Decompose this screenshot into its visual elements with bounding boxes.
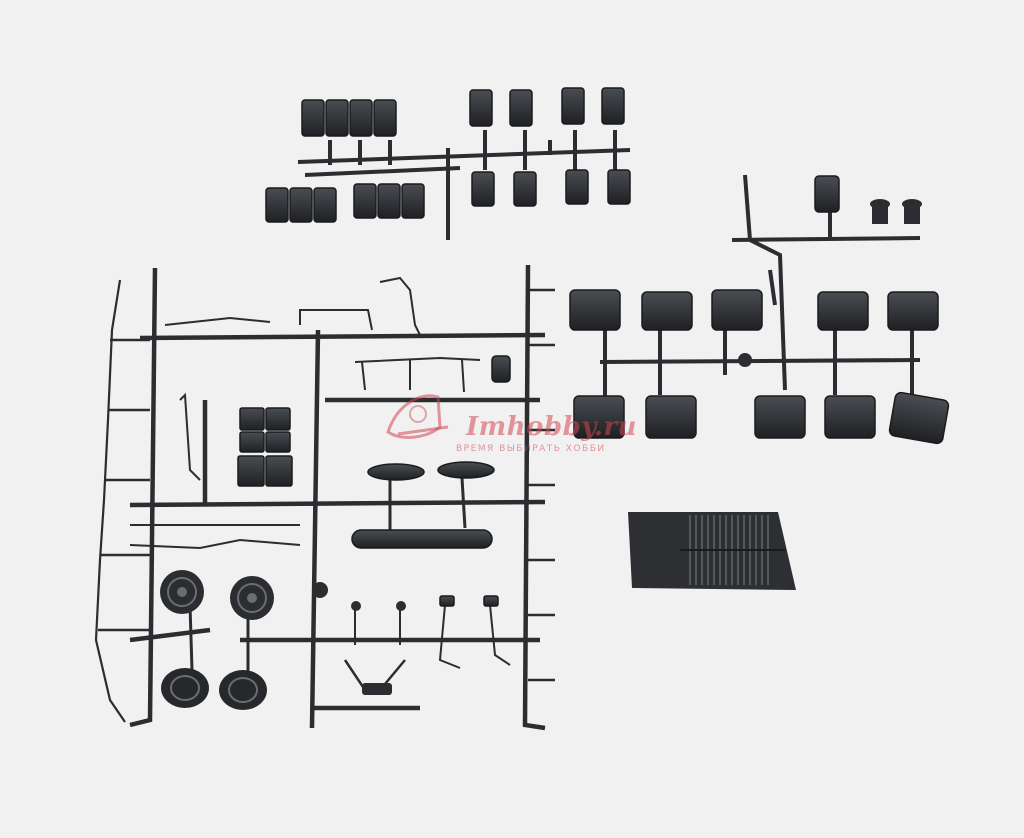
louvered-panel [628, 512, 796, 590]
top-sprue [297, 130, 631, 240]
left-sprue-frame [94, 264, 555, 731]
knobs [312, 582, 406, 695]
right-sprue [599, 174, 921, 400]
top-seat-backs [265, 87, 631, 223]
right-cylinders [738, 199, 922, 367]
right-seats [569, 175, 950, 445]
left-components [237, 355, 511, 607]
wheels [160, 570, 274, 710]
